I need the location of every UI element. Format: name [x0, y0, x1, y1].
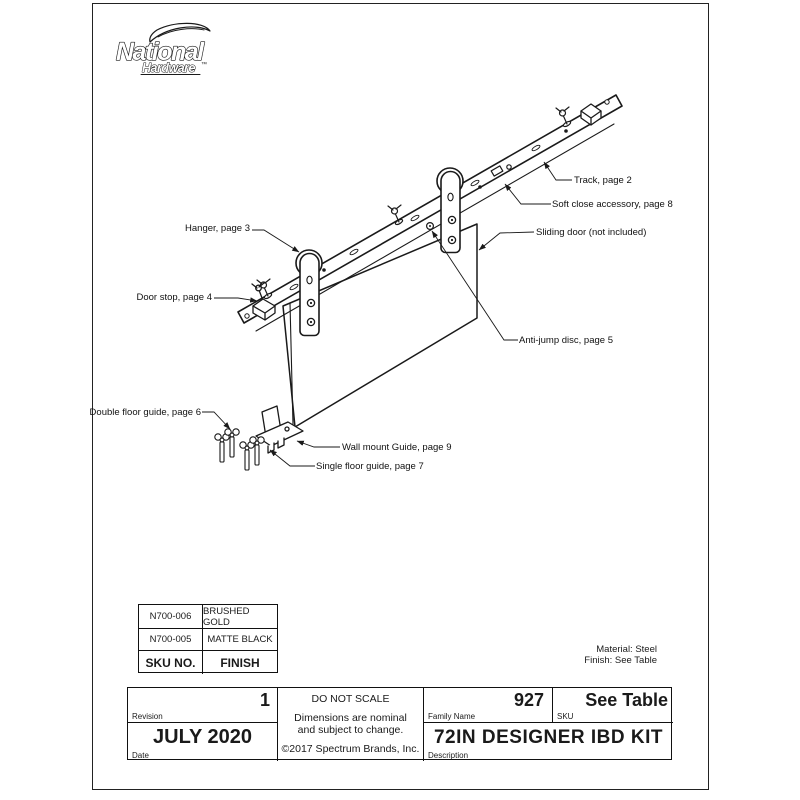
- do-not-scale-note: DO NOT SCALE: [311, 693, 390, 705]
- finish-cell: BRUSHED GOLD: [203, 605, 277, 629]
- revision-label: Revision: [132, 712, 163, 721]
- leader-double-floor-guide: [202, 411, 231, 430]
- finish-header-cell: FINISH: [220, 655, 260, 670]
- leader-single-floor-guide: [269, 449, 315, 467]
- title-block: 1 Revision JULY 2020 Date DO NOT SCALE D…: [127, 687, 673, 761]
- date-label: Date: [132, 751, 149, 760]
- sku-cell: N700-005: [139, 629, 203, 651]
- track-bar: [237, 94, 623, 324]
- callout-double-floor-guide: Double floor guide, page 6: [89, 407, 201, 418]
- logo-subwordmark: Hardware: [142, 61, 196, 75]
- hanger-left: [295, 249, 323, 337]
- sku-header-cell: SKU NO.: [139, 651, 203, 674]
- sku-value: See Table: [585, 690, 668, 710]
- callout-sliding-door: Sliding door (not included): [536, 227, 647, 238]
- disclaimer-line2: and subject to change.: [297, 723, 404, 736]
- anti-jump-disc-part: [426, 222, 435, 231]
- disclaimer-line1: Dimensions are nominal: [294, 712, 407, 724]
- finish-note-line: Finish: See Table: [584, 654, 657, 666]
- callout-track: Track, page 2: [574, 175, 632, 186]
- logo-trademark: ™: [201, 61, 207, 68]
- soft-close-part: [478, 164, 512, 189]
- door-stop-part: [251, 282, 276, 321]
- callout-anti-jump-disc: Anti-jump disc, page 5: [519, 335, 613, 346]
- description-value: 72IN DESIGNER IBD KIT: [433, 727, 664, 748]
- sku-finish-table: N700-006 BRUSHED GOLD N700-005 MATTE BLA…: [138, 604, 278, 674]
- revision-value: 1: [259, 690, 270, 710]
- callout-door-stop: Door stop, page 4: [136, 292, 212, 303]
- material-note-line: Material: Steel: [596, 644, 657, 655]
- leader-sliding-door: [478, 231, 535, 251]
- leader-track: [543, 161, 572, 181]
- double-floor-guide-part: [214, 428, 240, 463]
- leader-anti-jump: [431, 230, 518, 341]
- callout-single-floor-guide: Single floor guide, page 7: [316, 461, 424, 472]
- notes-cell: DO NOT SCALE Dimensions are nominal and …: [278, 688, 424, 761]
- family-name-label: Family Name: [428, 712, 476, 721]
- callout-hanger: Hanger, page 3: [185, 223, 250, 234]
- copyright-note: ©2017 Spectrum Brands, Inc.: [281, 743, 420, 755]
- sku-cell: N700-006: [139, 605, 203, 629]
- hanger-right: [436, 167, 464, 254]
- leader-hanger: [252, 229, 300, 253]
- leader-soft-close: [504, 183, 551, 205]
- callout-soft-close: Soft close accessory, page 8: [552, 199, 673, 210]
- leader-wall-mount-guide: [296, 440, 340, 448]
- national-hardware-logo: National Hardware ™: [115, 22, 211, 76]
- wall-mount-guide-part: [255, 405, 304, 454]
- revision-cell: 1 Revision: [128, 688, 278, 723]
- finish-cell: MATTE BLACK: [203, 629, 277, 651]
- description-cell: 72IN DESIGNER IBD KIT Description: [424, 723, 673, 761]
- date-value: JULY 2020: [153, 726, 252, 748]
- sku-cell-titleblock: See Table SKU: [553, 688, 673, 723]
- callout-leaders: [202, 161, 572, 467]
- single-floor-guide-part: [239, 436, 265, 471]
- sku-label: SKU: [557, 712, 574, 721]
- callout-wall-mount-guide: Wall mount Guide, page 9: [342, 442, 452, 453]
- date-cell: JULY 2020 Date: [128, 723, 278, 761]
- track-lag-bolts: [256, 106, 572, 300]
- drawing-sheet-border: [92, 3, 709, 790]
- end-stop-part: [580, 103, 602, 126]
- description-label: Description: [428, 751, 469, 760]
- logo-swoosh-icon: [149, 22, 211, 43]
- family-name-cell: 927 Family Name: [424, 688, 553, 723]
- family-name-value: 927: [513, 690, 544, 710]
- material-finish-note: Material: Steel Finish: See Table: [584, 644, 657, 666]
- leader-door-stop: [214, 297, 258, 303]
- logo-wordmark: National: [116, 38, 205, 66]
- sliding-door-panel: [282, 223, 478, 428]
